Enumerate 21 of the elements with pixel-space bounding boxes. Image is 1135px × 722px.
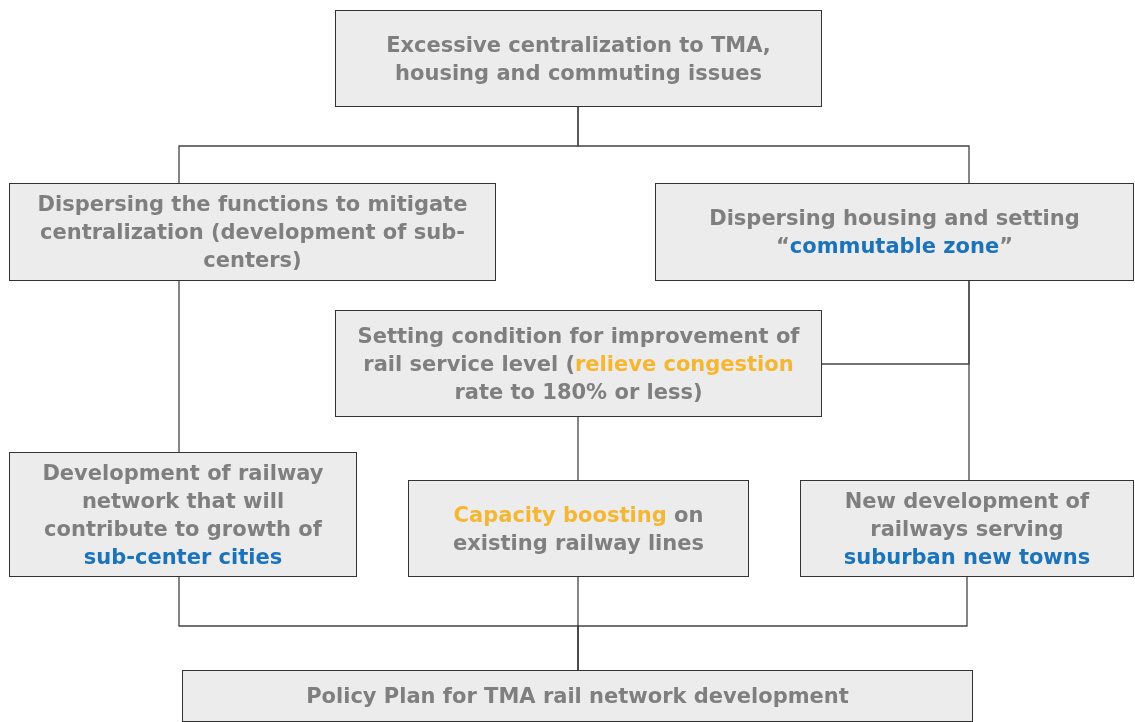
text-box xyxy=(655,183,1134,281)
connector-line xyxy=(968,280,970,481)
text-box xyxy=(9,452,357,577)
box-text: Excessive centralization to TMA, housing and commuting issues xyxy=(385,31,772,87)
text-box xyxy=(408,480,749,577)
connector-line xyxy=(577,416,579,481)
text-box xyxy=(9,183,496,281)
text-box xyxy=(182,670,973,722)
box-text: New development of railways serving suburban new towns xyxy=(842,487,1092,571)
connector-line xyxy=(178,280,180,453)
text-box xyxy=(335,310,822,417)
connector-line xyxy=(577,576,968,671)
box-text: Policy Plan for TMA rail network development xyxy=(306,683,849,710)
box-text: Development of railway network that will contribute to growth of sub-center cities xyxy=(41,459,325,571)
connector-line xyxy=(577,106,970,184)
box-text: Dispersing the functions to mitigate centralization (development of sub-centers) xyxy=(36,191,469,274)
text-box xyxy=(335,10,822,107)
box-text: Setting condition for improvement of rail service level (relieve congestion rate to 180% or less) xyxy=(356,322,801,406)
box-text: Capacity boosting on existing railway lines xyxy=(452,501,705,557)
text-box xyxy=(800,480,1134,577)
box-text: Dispersing housing and setting “commutable zone” xyxy=(708,205,1081,260)
